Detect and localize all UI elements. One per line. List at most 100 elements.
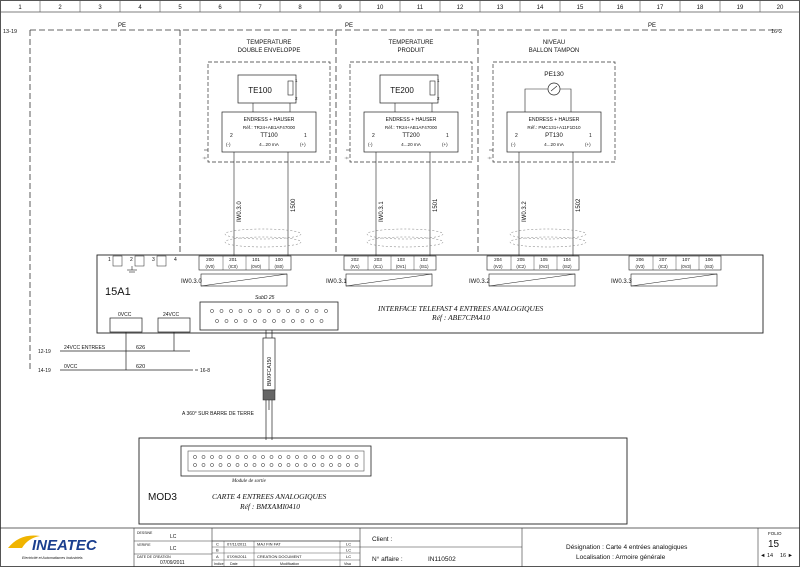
transmitter-pin1: 1	[446, 133, 449, 139]
sensor-element	[237, 74, 297, 104]
subd-pin	[229, 309, 233, 313]
transmitter-pin2: 2	[372, 133, 375, 139]
mod3-pin	[337, 463, 342, 467]
channel-terminal-strip	[628, 255, 722, 271]
mod3-pin	[286, 463, 291, 467]
revision-date: 07/11/2011	[227, 542, 247, 547]
channel-pin-number: 101	[252, 257, 260, 262]
mod3-pin	[244, 455, 248, 459]
polarity-minus: (-)	[511, 142, 516, 147]
transmitter-maker: ENDRESS + HAUSER	[529, 117, 580, 123]
channel-terminal-strip	[486, 255, 580, 271]
sensor-enclosure	[207, 61, 331, 163]
subd-pin	[238, 309, 243, 313]
shield-ellipse	[509, 228, 587, 240]
revision-header: Modification	[280, 562, 299, 566]
module-name: 15A1	[105, 286, 131, 298]
polarity-plus: (+)	[442, 142, 448, 147]
subd-pin	[305, 309, 309, 313]
mod3-block: Module de sortie MOD3 CARTE 4 ENTREES AN…	[138, 437, 628, 525]
pe-label-2: PE	[345, 23, 353, 29]
mod3-name: MOD3	[148, 492, 177, 503]
supply-terminal-0vcc	[109, 317, 143, 333]
channel-terminal-strip	[343, 255, 437, 271]
pressure-gauge-icon	[547, 82, 561, 96]
shield-ellipse	[366, 228, 444, 240]
sensor-title-line2: DOUBLE ENVELOPPE	[238, 48, 301, 54]
sensor-pin2: 2	[295, 96, 298, 101]
subd-pin	[291, 319, 295, 323]
transmitter-tag: TT200	[402, 133, 420, 139]
transmitter-box	[506, 111, 602, 153]
subd-pin	[314, 309, 319, 313]
bus-ref-out: 16-2	[771, 29, 782, 35]
mod3-pin	[278, 463, 282, 467]
folio-next-link[interactable]: 16 ►	[780, 553, 793, 559]
mod3-pin	[312, 455, 316, 459]
revision-visa: LC	[346, 542, 351, 547]
header-pin-terminal	[156, 255, 167, 267]
gauge-needle	[550, 85, 558, 92]
subd-pin	[272, 319, 276, 323]
subd-pin	[281, 319, 286, 323]
revision-date: 07/09/2011	[227, 554, 247, 559]
sensor-tag: TE100	[248, 86, 272, 95]
polarity-plus: (+)	[585, 142, 591, 147]
transmitter-range: 4...20 mA	[259, 142, 280, 147]
channel-pin-number: 205	[517, 257, 525, 262]
channel-pin-number: 104	[563, 257, 571, 262]
subd-pin	[215, 319, 219, 323]
channel-pin-number: 201	[229, 257, 237, 262]
supply-terminal-24vcc	[157, 317, 191, 333]
mod3-pin	[227, 455, 231, 459]
column-number: 14	[537, 5, 544, 11]
interface-title: INTERFACE TELEFAST 4 ENTREES ANALOGIQUES	[377, 304, 544, 313]
mod3-pin	[252, 463, 257, 467]
supply-0v-out: 16-8	[200, 368, 210, 374]
subd-pin	[300, 319, 305, 323]
sensor-pin1: 1	[437, 78, 440, 83]
subd25-label: SubD 25	[255, 295, 275, 301]
supply-0v-ref: 14-19	[38, 368, 51, 374]
channel-pin-number: 206	[636, 257, 644, 262]
mod3-pin	[303, 455, 308, 459]
column-number: 3	[98, 5, 102, 11]
verifie-label: VERIFIE	[137, 543, 151, 547]
mod3-title: CARTE 4 ENTREES ANALOGIQUES	[212, 492, 326, 501]
supply-label-24vcc: 24VCC	[163, 312, 180, 318]
transmitter-tag: TT100	[260, 133, 278, 139]
transmitter-pin2: 2	[515, 133, 518, 139]
shield-ellipse	[224, 236, 302, 248]
shield-ellipse	[224, 228, 302, 240]
sensor-lead-right	[560, 88, 572, 112]
mod3-pin	[329, 463, 333, 467]
sensor-element	[379, 74, 439, 104]
transmitter-tag: PT130	[545, 133, 563, 139]
transmitter-pin2: 2	[230, 133, 233, 139]
folio-prev-link[interactable]: ◄ 14	[760, 553, 773, 559]
channel-pin-signal: (IS0)	[274, 264, 284, 269]
mod3-pin	[261, 463, 265, 467]
supply-label-0vcc: 0VCC	[118, 312, 132, 318]
cable-bmxfca150	[262, 330, 276, 440]
ground-icon: ⏚	[201, 156, 207, 160]
channel-pin-signal: (0V0)	[251, 264, 262, 269]
column-number: 19	[737, 5, 744, 11]
channel-pin-signal: (IS3)	[704, 264, 714, 269]
mod3-pin	[210, 463, 214, 467]
channel-blocks: 200(IV0)201(IC0)101(0V0)100(IS0)IW0.3.02…	[181, 255, 722, 287]
column-number: 12	[457, 5, 464, 11]
sensor-pin1: 1	[295, 78, 298, 83]
channel-pin-signal: (IC0)	[228, 264, 238, 269]
channel-pin-number: 103	[397, 257, 405, 262]
subd-pin	[286, 309, 290, 313]
revision-header: Indice	[214, 562, 224, 566]
revision-description: MAJ FIN FAT	[257, 542, 281, 547]
mod3-pin	[354, 455, 359, 459]
pe-bus	[29, 29, 780, 370]
transmitter-box	[363, 111, 459, 153]
transmitter-pin1: 1	[304, 133, 307, 139]
